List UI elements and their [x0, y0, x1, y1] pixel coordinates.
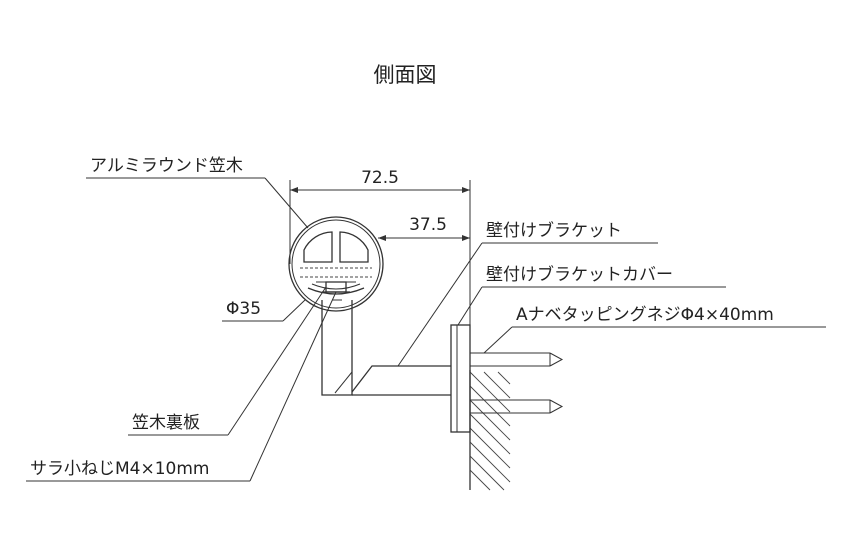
label-tapping-screw: AナベタッピングネジΦ4×40mm — [516, 305, 774, 325]
label-bracket-cover: 壁付けブラケットカバー — [486, 264, 673, 285]
leader-bracket: 壁付けブラケット — [397, 220, 658, 367]
label-small-screw: サラ小ねじM4×10mm — [30, 459, 209, 479]
label-bracket: 壁付けブラケット — [486, 220, 622, 241]
leader-diameter: Φ35 — [222, 299, 306, 322]
leader-small-screw: サラ小ねじM4×10mm — [26, 291, 337, 482]
dimension-projection-value: 37.5 — [409, 215, 447, 235]
leader-tapping-screw: AナベタッピングネジΦ4×40mm — [483, 305, 826, 354]
label-handrail: アルミラウンド笠木 — [90, 156, 243, 176]
label-diameter: Φ35 — [226, 299, 261, 319]
dimension-projection: 37.5 — [378, 215, 470, 241]
wall-hatch — [469, 370, 511, 491]
bracket-cover — [450, 324, 471, 433]
leader-back-plate: 笠木裏板 — [128, 286, 327, 436]
leader-bracket-cover: 壁付けブラケットカバー — [457, 264, 726, 326]
tapping-screws — [470, 352, 564, 414]
handrail-section — [288, 216, 384, 312]
dimension-overall-value: 72.5 — [361, 168, 399, 188]
drawing-title: 側面図 — [374, 63, 437, 87]
leader-handrail: アルミラウンド笠木 — [86, 156, 309, 229]
label-back-plate: 笠木裏板 — [132, 412, 200, 433]
bracket-arm — [321, 299, 451, 396]
dimension-overall: 72.5 — [289, 168, 471, 325]
